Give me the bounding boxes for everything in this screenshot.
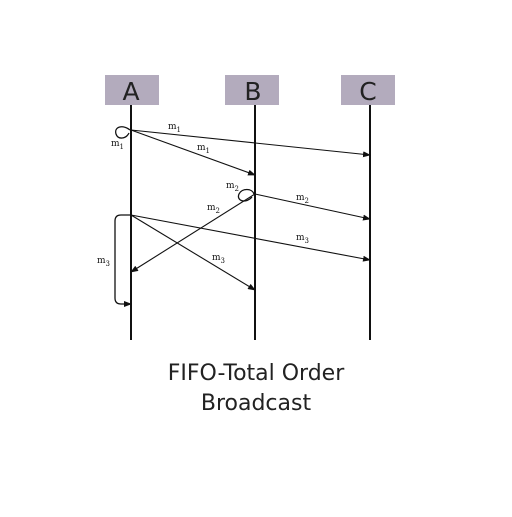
label-m1-to-c: m1 bbox=[168, 122, 181, 134]
caption-line-2: Broadcast bbox=[200, 391, 312, 416]
label-m3-self: m3 bbox=[97, 256, 110, 268]
process-b-box bbox=[225, 75, 279, 105]
process-a-box bbox=[105, 75, 159, 105]
process-c-box bbox=[341, 75, 395, 105]
label-m3-to-b: m3 bbox=[212, 253, 225, 265]
label-m3-to-c: m3 bbox=[296, 233, 309, 245]
label-m1-self: m1 bbox=[111, 139, 124, 151]
label-m1-to-b: m1 bbox=[197, 143, 210, 155]
process-c: C bbox=[341, 75, 395, 106]
process-b: B bbox=[225, 75, 279, 106]
process-a-label: A bbox=[122, 77, 139, 106]
message-m1-to-b-arrow bbox=[130, 129, 256, 176]
message-m3-self-loop bbox=[114, 214, 132, 307]
message-m3-to-c-arrow bbox=[130, 214, 371, 262]
process-c-label: C bbox=[359, 77, 376, 106]
message-m1-self-loop bbox=[115, 126, 131, 139]
label-m2-to-a: m2 bbox=[207, 203, 220, 215]
label-m2-self: m2 bbox=[226, 181, 239, 193]
message-m2-self-loop bbox=[237, 188, 255, 202]
caption-line-1: FIFO-Total Order bbox=[167, 361, 345, 386]
process-a: A bbox=[105, 75, 159, 106]
message-m2-to-a-arrow bbox=[130, 193, 256, 273]
process-b-label: B bbox=[244, 77, 261, 106]
message-m2-to-c-arrow bbox=[254, 193, 371, 221]
message-m3-to-b-arrow bbox=[130, 214, 256, 291]
label-m2-to-c: m2 bbox=[296, 193, 309, 205]
message-m1-to-c-arrow bbox=[130, 129, 371, 158]
